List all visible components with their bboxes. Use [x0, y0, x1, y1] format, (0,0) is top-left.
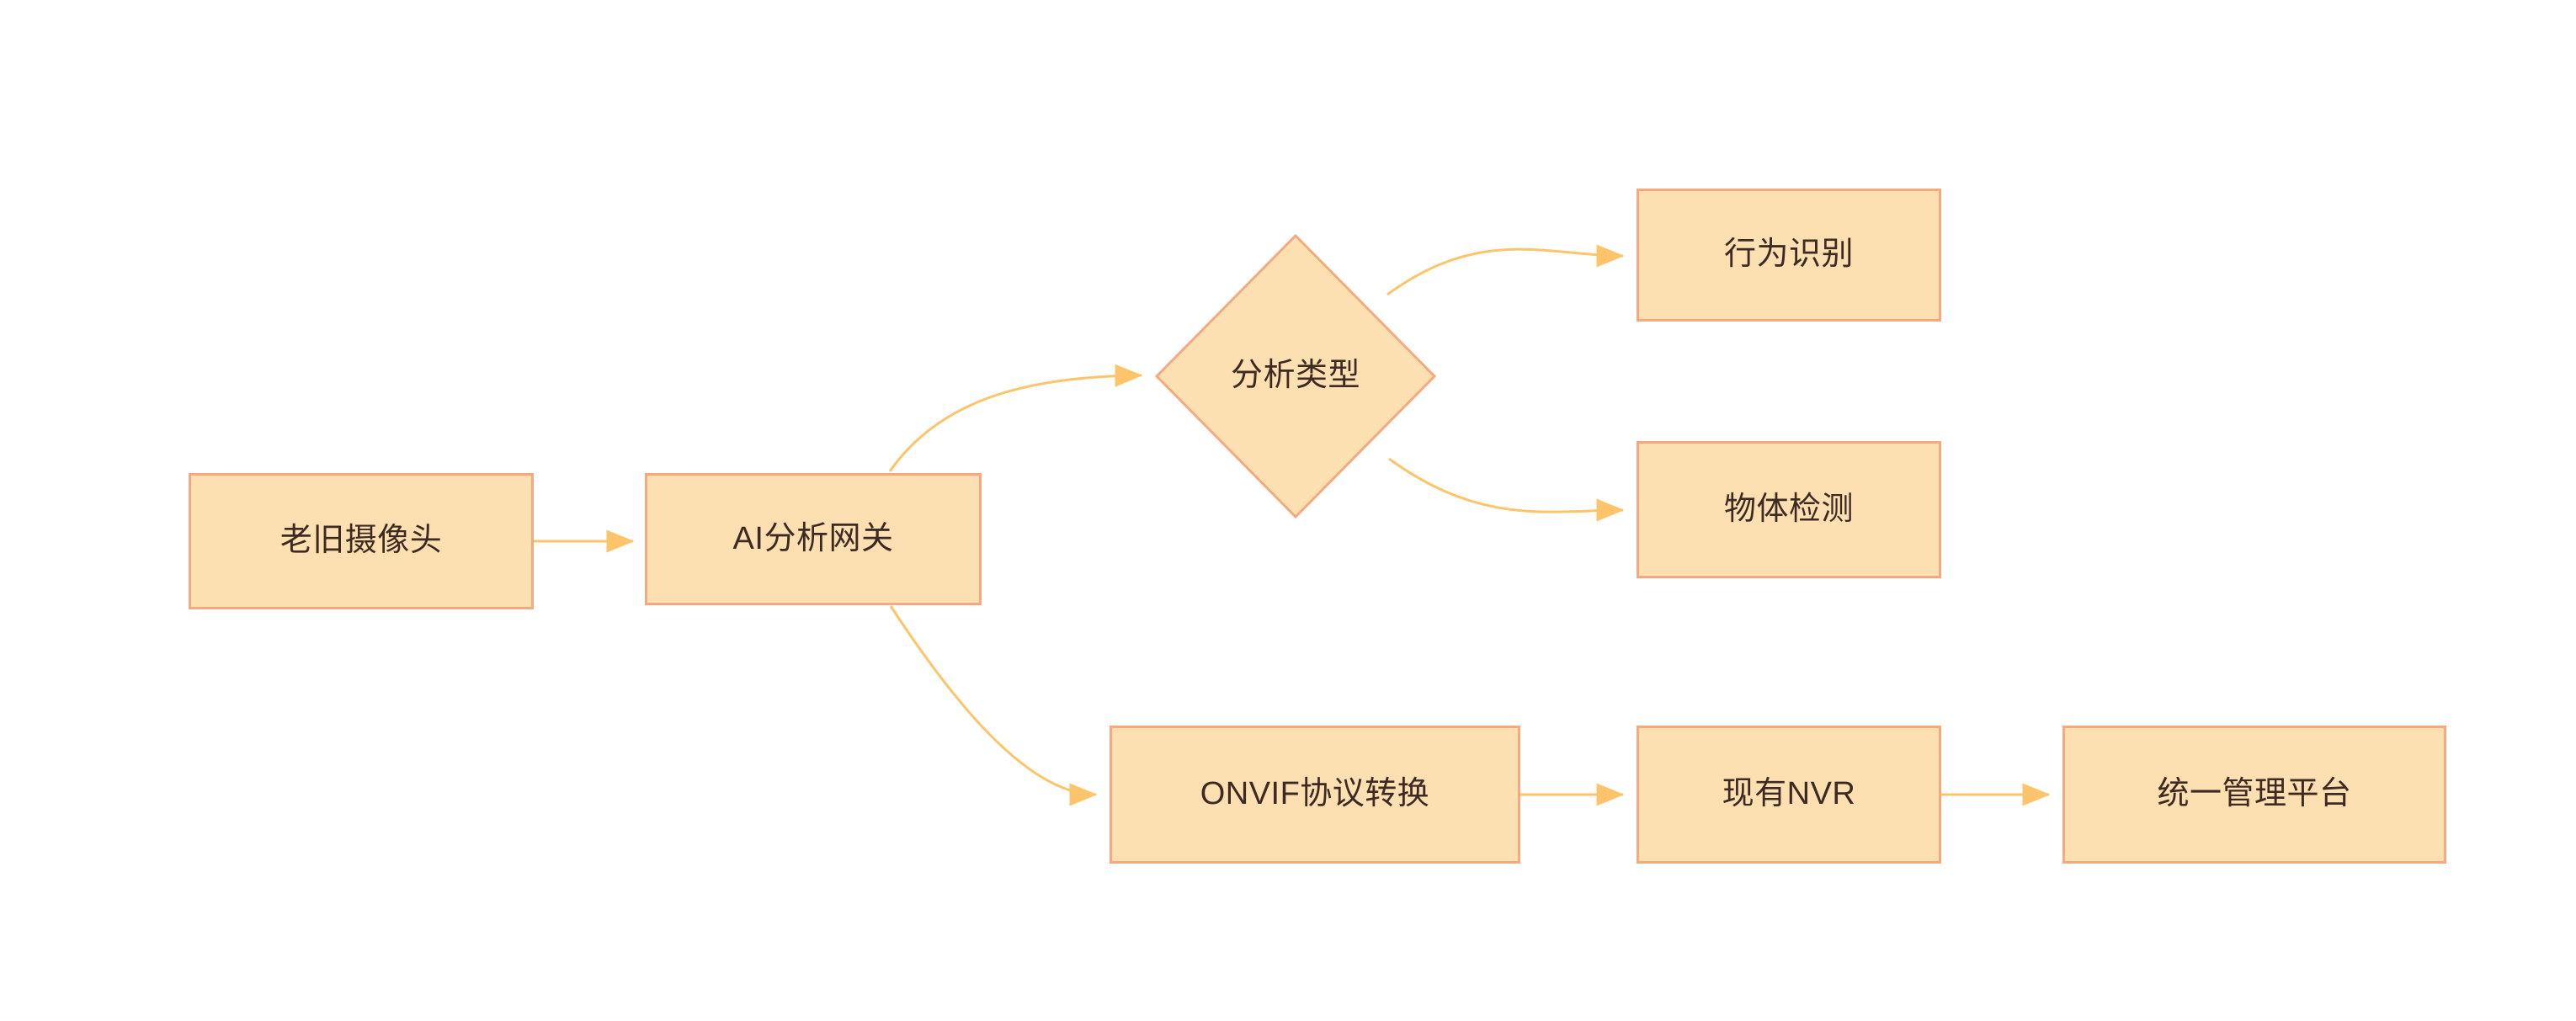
edge-ai-gateway-to-analysis-type — [888, 364, 1143, 472]
node-object-detection[interactable]: 物体检测 — [1637, 441, 1941, 578]
node-legacy-camera[interactable]: 老旧摄像头 — [189, 473, 534, 609]
edge-ai-gateway-to-onvif-conversion — [889, 605, 1098, 806]
node-label-ai-gateway: AI分析网关 — [732, 520, 894, 556]
node-label-existing-nvr: 现有NVR — [1722, 776, 1856, 812]
diamond-shape — [1155, 234, 1436, 518]
node-analysis-type[interactable]: 分析类型 — [1155, 234, 1436, 518]
node-onvif-conversion[interactable]: ONVIF协议转换 — [1110, 726, 1520, 864]
node-unified-platform[interactable]: 统一管理平台 — [2062, 726, 2446, 864]
node-ai-gateway[interactable]: AI分析网关 — [645, 473, 982, 605]
node-behavior-recognition[interactable]: 行为识别 — [1637, 189, 1941, 322]
node-existing-nvr[interactable]: 现有NVR — [1637, 726, 1941, 864]
node-label-onvif-conversion: ONVIF协议转换 — [1200, 776, 1430, 812]
node-label-behavior-recognition: 行为识别 — [1723, 237, 1854, 273]
node-label-object-detection: 物体检测 — [1723, 491, 1854, 527]
node-label-unified-platform: 统一管理平台 — [2157, 776, 2352, 812]
node-label-legacy-camera: 老旧摄像头 — [279, 523, 443, 559]
